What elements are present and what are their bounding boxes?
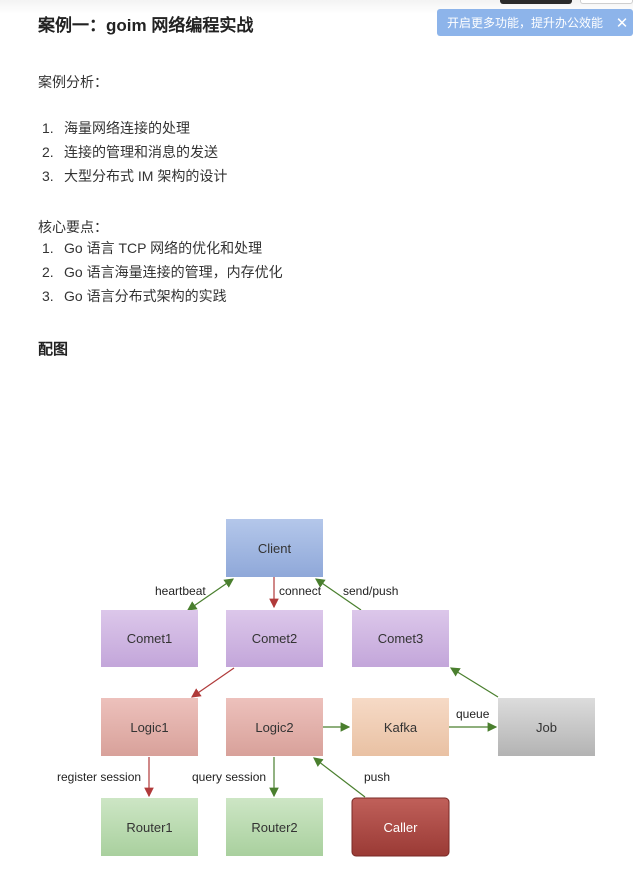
key-points-list: 1.Go 语言 TCP 网络的优化和处理 2.Go 语言海量连接的管理，内存优化… — [38, 236, 283, 308]
svg-text:Client: Client — [258, 541, 292, 556]
node-comet3: Comet3 — [352, 610, 449, 667]
node-job: Job — [498, 698, 595, 756]
analysis-heading: 案例分析： — [38, 74, 108, 90]
svg-text:Comet3: Comet3 — [378, 631, 424, 646]
edge-push — [313, 757, 366, 798]
edge-job-comet3 — [449, 667, 499, 698]
node-comet1: Comet1 — [101, 610, 198, 667]
toolbar-button-dark[interactable] — [500, 0, 572, 4]
list-item: 2.Go 语言海量连接的管理，内存优化 — [42, 264, 283, 280]
figure-heading: 配图 — [38, 341, 69, 358]
edge-label-connect: connect — [279, 584, 322, 598]
svg-text:Comet2: Comet2 — [252, 631, 298, 646]
list-item: 2.连接的管理和消息的发送 — [42, 144, 218, 160]
edge-label-heartbeat: heartbeat — [155, 584, 206, 598]
promo-banner-text[interactable]: 开启更多功能，提升办公效能 — [447, 16, 604, 30]
svg-text:Router1: Router1 — [126, 820, 172, 835]
promo-banner[interactable]: 开启更多功能，提升办公效能 ✕ — [437, 9, 633, 36]
node-router2: Router2 — [226, 798, 323, 856]
edge-comet2-logic1 — [191, 667, 235, 698]
edge-send-push — [315, 578, 362, 611]
analysis-list: 1.海量网络连接的处理 2.连接的管理和消息的发送 3.大型分布式 IM 架构的… — [38, 116, 227, 188]
list-item: 1.Go 语言 TCP 网络的优化和处理 — [42, 240, 263, 256]
edge-label-queue: queue — [456, 707, 490, 721]
list-item: 1.海量网络连接的处理 — [42, 120, 190, 136]
node-logic2: Logic2 — [226, 698, 323, 756]
edge-label-send-push: send/push — [343, 584, 398, 598]
node-logic1: Logic1 — [101, 698, 198, 756]
svg-text:Caller: Caller — [384, 820, 419, 835]
svg-text:Kafka: Kafka — [384, 720, 418, 735]
list-item: 3.Go 语言分布式架构的实践 — [42, 288, 227, 304]
edge-label-push: push — [364, 770, 390, 784]
svg-text:Router2: Router2 — [251, 820, 297, 835]
node-comet2: Comet2 — [226, 610, 323, 667]
svg-text:Logic2: Logic2 — [255, 720, 293, 735]
node-router1: Router1 — [101, 798, 198, 856]
svg-text:Logic1: Logic1 — [130, 720, 168, 735]
node-client: Client — [226, 519, 323, 577]
edge-heartbeat — [187, 578, 234, 611]
node-caller: Caller — [351, 797, 450, 857]
list-item: 3.大型分布式 IM 架构的设计 — [42, 168, 228, 184]
node-kafka: Kafka — [352, 698, 449, 756]
close-icon[interactable]: ✕ — [615, 14, 629, 32]
article-title: 案例一：goim 网络编程实战 — [38, 16, 254, 35]
edge-label-register-session: register session — [57, 770, 141, 784]
svg-text:Comet1: Comet1 — [127, 631, 173, 646]
edge-label-query-session: query session — [192, 770, 266, 784]
svg-text:Job: Job — [536, 720, 557, 735]
key-points-heading: 核心要点： — [38, 219, 108, 235]
